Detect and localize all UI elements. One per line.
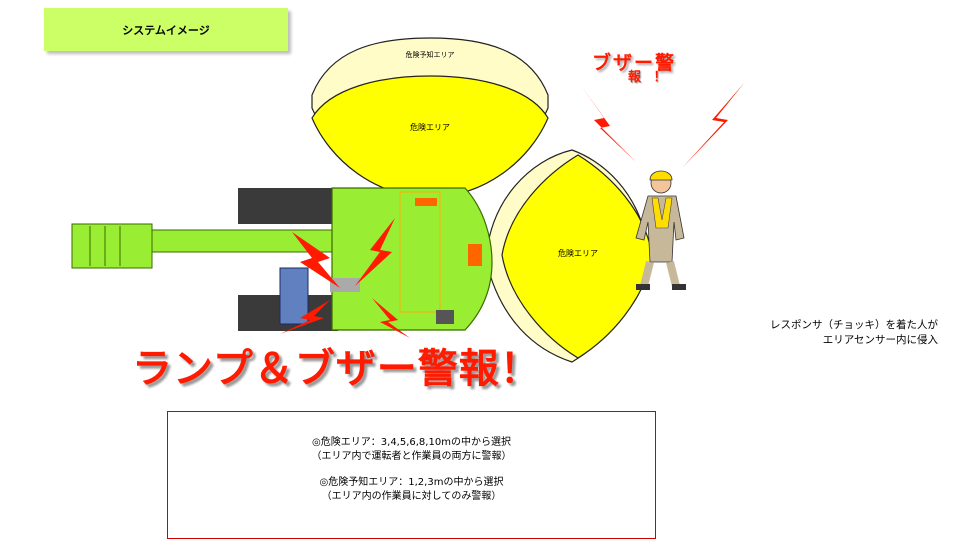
buzzer-alert-line2: 報 ！ bbox=[628, 70, 671, 85]
lamp-buzzer-alert: ランプ＆ブザー警報！ bbox=[132, 346, 541, 392]
danger-area-sub: （エリア内で運転者と作業員の両方に警報） bbox=[311, 451, 512, 462]
intrusion-note: レスポンサ（チョッキ）を着た人が エリアセンサー内に侵入 bbox=[760, 318, 938, 348]
page-title: システムイメージ bbox=[122, 23, 210, 37]
worker-figure bbox=[635, 170, 686, 290]
title-box: システムイメージ bbox=[44, 8, 288, 51]
area-info-box: ◎危険エリア：3,4,5,6,8,10mの中から選択 （エリア内で運転者と作業員… bbox=[167, 411, 656, 539]
warning-area-sub: （エリア内の作業員に対してのみ警報） bbox=[321, 491, 502, 502]
buzzer-alert-line1: ブザー警 bbox=[592, 52, 677, 74]
danger-zone-right-label: 危険エリア bbox=[558, 248, 598, 258]
danger-area-line: ◎危険エリア：3,4,5,6,8,10mの中から選択 bbox=[312, 437, 511, 448]
warning-area-line: ◎危険予知エリア：1,2,3mの中から選択 bbox=[319, 477, 504, 488]
warning-zone-label: 危険予知エリア bbox=[406, 50, 455, 59]
alert-lightning-machine bbox=[280, 218, 410, 338]
danger-zone-top bbox=[311, 75, 549, 198]
intrusion-note-line2: エリアセンサー内に侵入 bbox=[822, 334, 938, 346]
danger-zone-right bbox=[501, 154, 653, 359]
alert-lightning-worker bbox=[580, 82, 745, 168]
danger-zone-top-label: 危険エリア bbox=[410, 122, 450, 132]
intrusion-note-line1: レスポンサ（チョッキ）を着た人が bbox=[770, 319, 938, 331]
excavator bbox=[71, 187, 493, 331]
